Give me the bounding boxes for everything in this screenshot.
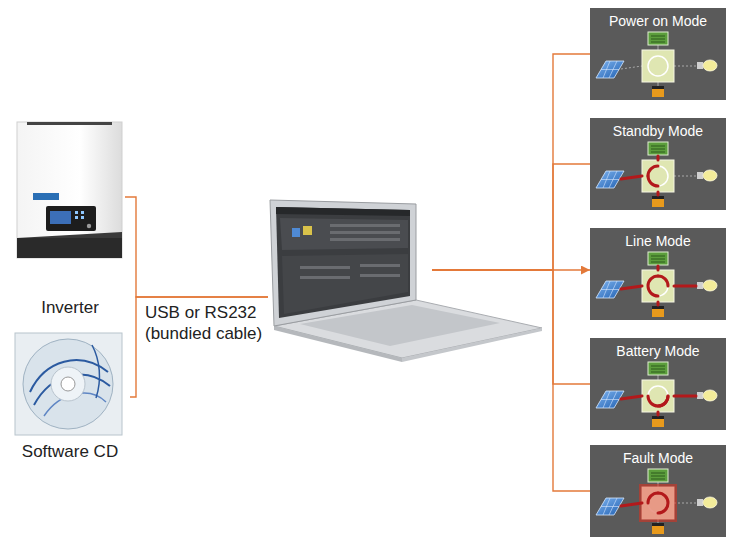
figure-part: [33, 193, 59, 200]
figure-part: [17, 122, 122, 258]
figure-part: [276, 207, 410, 318]
figure-part: [61, 377, 75, 391]
figure-part: [674, 285, 696, 288]
power-on-mode-figure: [590, 8, 726, 100]
figure-part: [87, 224, 91, 228]
figure-part: [657, 266, 660, 270]
figure-part: [92, 345, 99, 398]
figure-part: [50, 211, 71, 224]
figure-part: [657, 412, 660, 415]
figure-part: [75, 211, 78, 214]
cable-connector: [432, 270, 590, 491]
figure-part: [658, 493, 668, 513]
figure-part: [639, 484, 677, 522]
figure-part: [23, 339, 113, 429]
mode-title: Battery Mode: [616, 343, 699, 359]
figure-part: [330, 231, 400, 234]
mode-panel: Standby Mode: [590, 118, 726, 210]
figure-part: [657, 192, 660, 195]
figure-part: [330, 238, 400, 241]
figure-part: [658, 276, 668, 286]
figure-part: [590, 338, 726, 430]
figure-part: [621, 396, 642, 399]
mode-title: Line Mode: [625, 233, 690, 249]
figure-part: [81, 211, 84, 214]
figure-part: [657, 302, 660, 305]
figure-part: [657, 156, 660, 160]
figure-part: [81, 216, 84, 219]
figure-part: [648, 276, 658, 296]
mode-title: Fault Mode: [623, 450, 693, 466]
figure-part: [621, 396, 696, 415]
figure-part: [621, 156, 658, 195]
figure-part: [270, 200, 416, 326]
figure-part: [590, 228, 726, 320]
device-label: Inverter: [41, 298, 99, 318]
mode-panel: Battery Mode: [590, 338, 726, 430]
fault-mode-figure: [590, 445, 726, 537]
laptop-node: [268, 198, 432, 362]
figure-part: [648, 493, 658, 503]
figure-part: [621, 286, 642, 289]
cable-connector: [432, 164, 590, 270]
mode-panel: Power on Mode: [590, 8, 726, 100]
figure-part: [46, 206, 96, 231]
figure-part: [621, 176, 642, 179]
cable-label: USB or RS232 (bundied cable): [145, 302, 273, 345]
battery-mode-figure: [590, 338, 726, 430]
software-cd-node: Software CD: [10, 330, 130, 464]
line-mode-figure: [590, 228, 726, 320]
inverter-node: Inverter: [15, 120, 125, 320]
figure-part: [648, 166, 658, 176]
mode-panel: Fault Mode: [590, 445, 726, 537]
cable-connector: [432, 54, 590, 270]
figure-part: [17, 232, 122, 238]
figure-part: [642, 487, 674, 519]
figure-part: [621, 266, 696, 305]
device-label: Software CD: [22, 442, 118, 462]
figure-part: [300, 276, 350, 279]
figure-part: [590, 8, 726, 100]
software-cd-figure: [15, 333, 122, 435]
cable-connector: [432, 270, 590, 384]
figure-part: [27, 122, 112, 125]
figure-part: [674, 395, 696, 398]
figure-part: [51, 367, 85, 401]
figure-part: [360, 274, 400, 277]
figure-part: [648, 396, 668, 406]
figure-part: [590, 445, 726, 537]
laptop-figure: [270, 200, 542, 362]
mode-panel: Line Mode: [590, 228, 726, 320]
figure-part: [590, 118, 726, 210]
figure-part: [330, 224, 400, 227]
mode-title: Standby Mode: [613, 123, 703, 139]
mode-title: Power on Mode: [609, 13, 707, 29]
figure-part: [303, 226, 312, 235]
figure-part: [282, 254, 408, 314]
figure-part: [280, 218, 408, 250]
cable-connector: [125, 197, 268, 297]
figure-part: [621, 493, 668, 513]
figure-part: [621, 503, 642, 506]
figure-part: [292, 228, 300, 237]
inverter-figure: [17, 122, 122, 258]
figure-part: [17, 238, 122, 258]
figure-part: [648, 176, 658, 186]
figure-part: [15, 333, 122, 435]
figure-part: [360, 264, 400, 267]
figure-part: [300, 266, 350, 269]
standby-mode-figure: [590, 118, 726, 210]
figure-part: [276, 207, 410, 216]
figure-part: [75, 216, 78, 219]
